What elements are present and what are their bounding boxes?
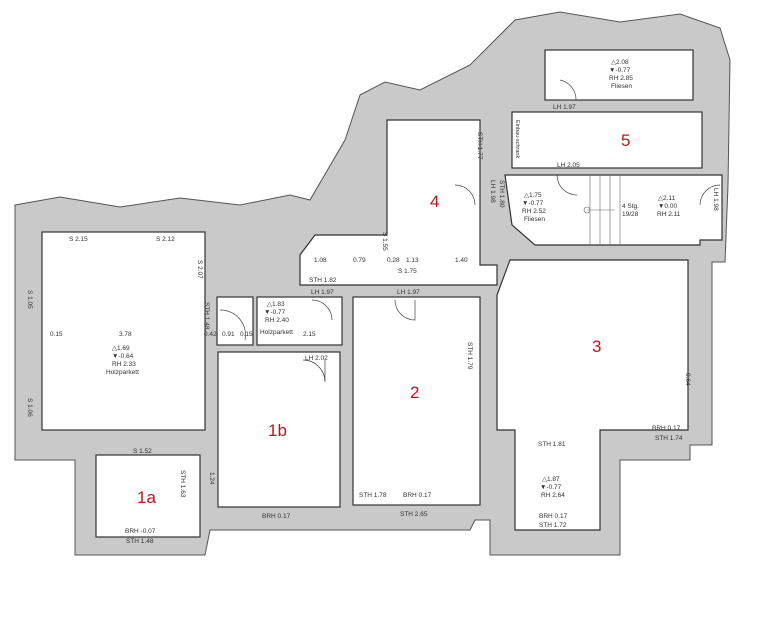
svg-text:S 2.15: S 2.15 xyxy=(69,236,88,243)
svg-text:STH 1.81: STH 1.81 xyxy=(538,441,566,448)
svg-text:0.42: 0.42 xyxy=(204,331,217,338)
svg-text:STH 1.82: STH 1.82 xyxy=(309,277,337,284)
svg-text:BRH -0.07: BRH -0.07 xyxy=(125,528,156,535)
svg-text:△1.87: △1.87 xyxy=(542,476,560,483)
svg-text:LH 1.97: LH 1.97 xyxy=(311,289,334,296)
svg-text:STH 1.80: STH 1.80 xyxy=(498,180,505,208)
svg-text:STH 1.77: STH 1.77 xyxy=(476,132,483,160)
svg-text:0.91: 0.91 xyxy=(222,331,235,338)
room-number-4: 4 xyxy=(430,192,439,211)
svg-text:STH 1.74: STH 1.74 xyxy=(655,435,683,442)
room-number-2: 2 xyxy=(410,383,419,402)
room-top xyxy=(544,49,694,101)
svg-text:RH 2.64: RH 2.64 xyxy=(541,492,565,499)
svg-text:Einbau-schrank: Einbau-schrank xyxy=(514,120,520,158)
svg-text:RH 2.40: RH 2.40 xyxy=(265,317,289,324)
svg-text:▼-0.77: ▼-0.77 xyxy=(522,200,544,207)
svg-text:0.28: 0.28 xyxy=(387,257,400,264)
svg-text:▼-0.77: ▼-0.77 xyxy=(264,309,286,316)
svg-text:2.15: 2.15 xyxy=(303,331,316,338)
svg-text:▼0.00: ▼0.00 xyxy=(658,203,677,210)
svg-text:STH 1.72: STH 1.72 xyxy=(539,522,567,529)
svg-text:STH 1.79: STH 1.79 xyxy=(466,342,473,370)
room-3 xyxy=(496,259,689,531)
room-5 xyxy=(511,111,703,169)
room-small xyxy=(256,296,343,346)
svg-text:△2.08: △2.08 xyxy=(611,59,629,66)
svg-text:S 1.75: S 1.75 xyxy=(398,268,417,275)
room-2 xyxy=(352,296,481,506)
svg-text:S 1.05: S 1.05 xyxy=(26,290,33,309)
svg-text:0.15: 0.15 xyxy=(50,331,63,338)
svg-text:LH 2.02: LH 2.02 xyxy=(305,355,328,362)
room-number-1a: 1a xyxy=(137,488,156,507)
svg-text:LH 1.98: LH 1.98 xyxy=(712,188,719,211)
doors xyxy=(219,79,721,383)
svg-text:△1.75: △1.75 xyxy=(524,192,542,199)
svg-text:Holzparkett: Holzparkett xyxy=(260,329,293,336)
svg-text:△1.83: △1.83 xyxy=(267,301,285,308)
svg-text:1.40: 1.40 xyxy=(455,257,468,264)
svg-text:19/28: 19/28 xyxy=(622,211,639,218)
svg-text:1.13: 1.13 xyxy=(406,257,419,264)
svg-text:BRH 0.17: BRH 0.17 xyxy=(262,513,291,520)
svg-text:LH 1.97: LH 1.97 xyxy=(397,289,420,296)
svg-text:BRH 0.17: BRH 0.17 xyxy=(539,513,568,520)
svg-text:S 2.07: S 2.07 xyxy=(196,260,203,279)
svg-text:S 1.52: S 1.52 xyxy=(133,448,152,455)
svg-text:STH 1.63: STH 1.63 xyxy=(179,470,186,498)
svg-text:▼-0.77: ▼-0.77 xyxy=(540,484,562,491)
svg-text:0.79: 0.79 xyxy=(353,257,366,264)
room-number-5: 5 xyxy=(621,131,630,150)
svg-text:△1.69: △1.69 xyxy=(112,345,130,352)
svg-text:1.24: 1.24 xyxy=(208,472,215,485)
stairs xyxy=(583,176,621,245)
svg-text:RH 2.52: RH 2.52 xyxy=(522,208,546,215)
svg-text:0.64: 0.64 xyxy=(684,373,691,386)
svg-text:STH 2.65: STH 2.65 xyxy=(400,511,428,518)
svg-text:0.15: 0.15 xyxy=(240,331,253,338)
svg-text:RH 2.33: RH 2.33 xyxy=(112,361,136,368)
svg-text:▼-0.64: ▼-0.64 xyxy=(112,353,134,360)
svg-text:RH 2.85: RH 2.85 xyxy=(609,75,633,82)
svg-text:STH 1.48: STH 1.48 xyxy=(126,538,154,545)
svg-text:4 Stg.: 4 Stg. xyxy=(622,203,639,210)
svg-text:1.08: 1.08 xyxy=(314,257,327,264)
room-living xyxy=(41,231,206,431)
room-hall-small xyxy=(216,296,254,346)
svg-text:Fliesen: Fliesen xyxy=(611,83,632,90)
annotations: S 2.15 S 2.12 S 2.07 S 1.05 S 1.06 0.15 … xyxy=(26,59,719,545)
room-4 xyxy=(299,119,498,286)
svg-text:S 2.12: S 2.12 xyxy=(156,236,175,243)
svg-text:BRH 0.17: BRH 0.17 xyxy=(403,492,432,499)
svg-text:LH 1.98: LH 1.98 xyxy=(489,180,496,203)
svg-text:STH 1.78: STH 1.78 xyxy=(359,492,387,499)
room-number-3: 3 xyxy=(592,337,601,356)
room-1a xyxy=(95,454,201,538)
svg-text:BRH 0.17: BRH 0.17 xyxy=(652,425,681,432)
svg-text:S 1.06: S 1.06 xyxy=(26,398,33,417)
svg-text:LH 2.05: LH 2.05 xyxy=(557,162,580,169)
svg-text:S 1.55: S 1.55 xyxy=(381,232,388,251)
svg-text:△2.11: △2.11 xyxy=(658,195,676,202)
svg-text:3.78: 3.78 xyxy=(119,331,132,338)
svg-text:LH 1.97: LH 1.97 xyxy=(553,104,576,111)
svg-text:STH 1.48: STH 1.48 xyxy=(203,302,210,330)
room-1b xyxy=(217,351,341,508)
svg-text:▼-0.77: ▼-0.77 xyxy=(609,67,631,74)
svg-text:Fliesen: Fliesen xyxy=(524,216,545,223)
room-number-1b: 1b xyxy=(268,421,287,440)
svg-text:RH 2.11: RH 2.11 xyxy=(657,211,681,218)
svg-text:Holzparkett: Holzparkett xyxy=(106,369,139,376)
